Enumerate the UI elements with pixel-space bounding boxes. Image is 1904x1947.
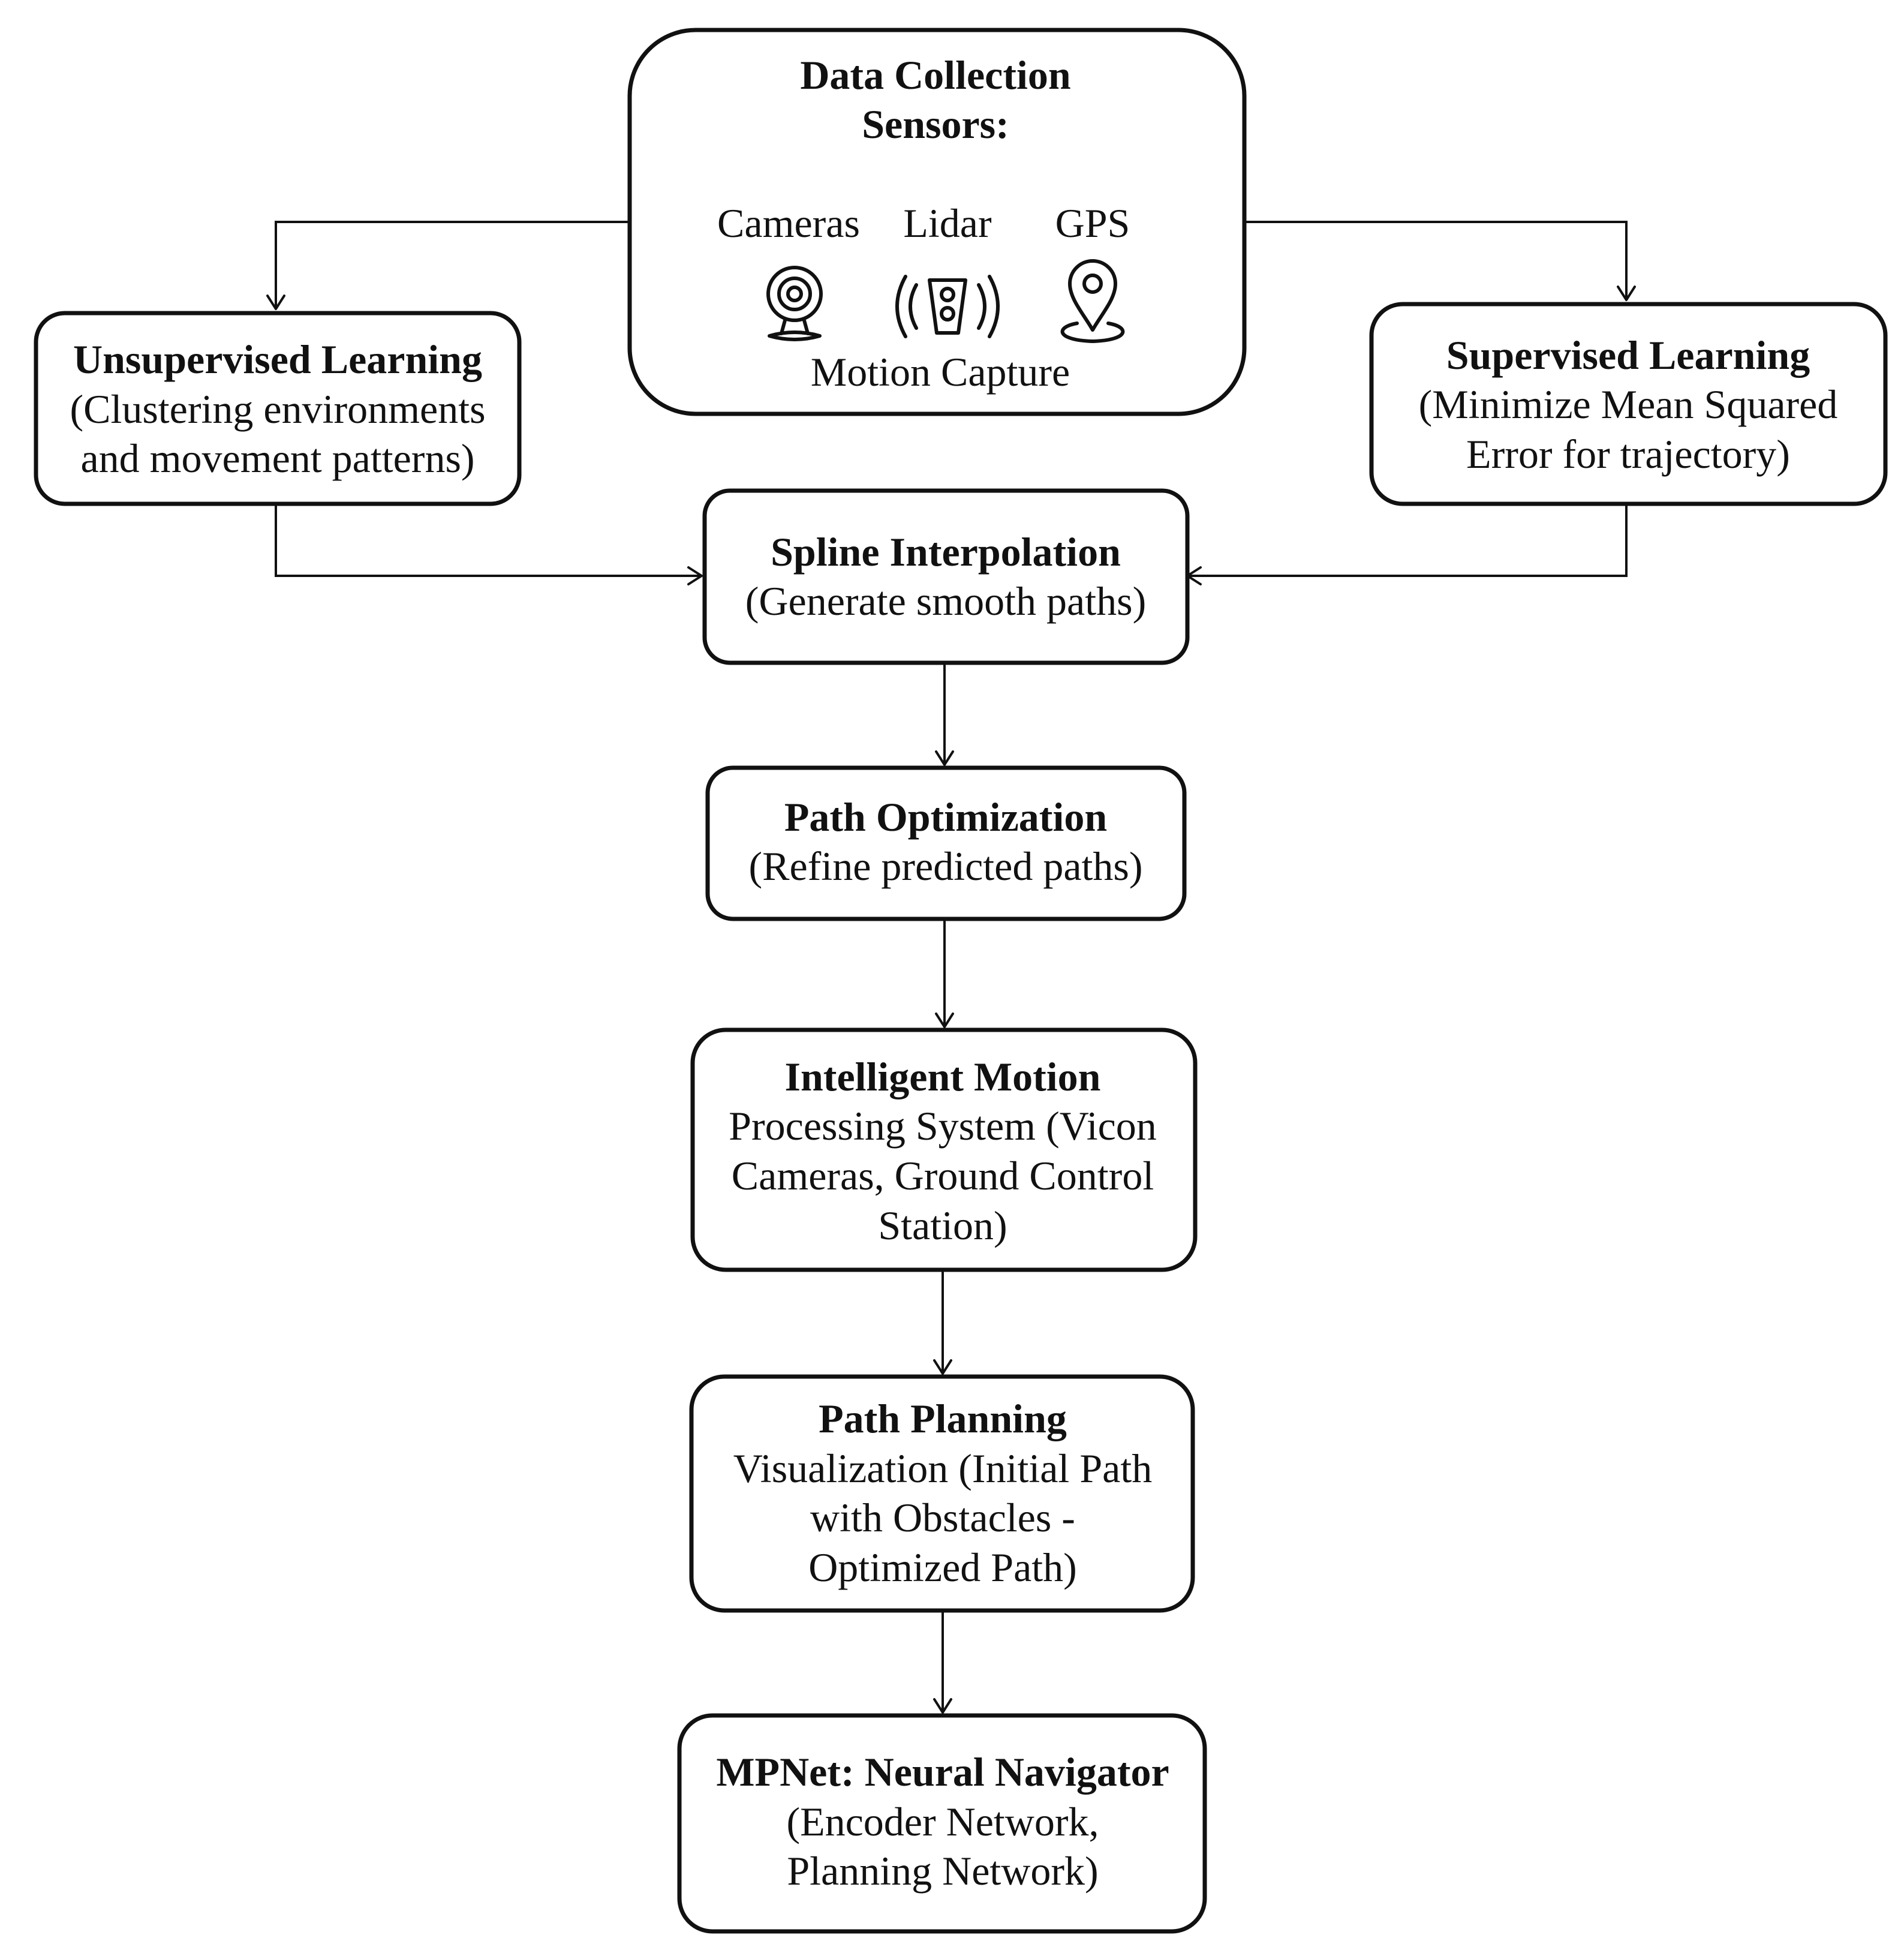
- edge-data-to-unsupervised: [275, 221, 630, 309]
- lidar-sensor-icon: [895, 275, 1000, 338]
- mpnet-line2: Planning Network): [787, 1848, 1098, 1894]
- intelligent-motion-line1: Processing System (Vicon: [729, 1103, 1157, 1149]
- spline-interpolation-node: Spline Interpolation (Generate smooth pa…: [702, 488, 1190, 665]
- intelligent-motion-line3: Station): [878, 1203, 1007, 1248]
- arrowhead-planning: [933, 1359, 952, 1375]
- supervised-learning-box: [1369, 302, 1888, 506]
- intelligent-motion-title: Intelligent Motion: [785, 1054, 1101, 1099]
- mpnet-line1: (Encoder Network,: [786, 1799, 1099, 1844]
- intelligent-motion-node: Intelligent Motion Processing System (Vi…: [690, 1027, 1198, 1272]
- arrowhead-optimization: [935, 750, 954, 766]
- edge-data-to-supervised: [1244, 221, 1628, 300]
- intelligent-motion-box: [690, 1027, 1198, 1272]
- arrowhead-supervised: [1617, 286, 1636, 301]
- unsupervised-learning-title: Unsupervised Learning: [73, 336, 482, 382]
- webcam-icon: [766, 266, 823, 341]
- spline-interpolation-line1: (Generate smooth paths): [745, 578, 1146, 624]
- unsupervised-learning-line2: and movement patterns): [80, 435, 474, 481]
- arrowhead-motion: [935, 1012, 954, 1028]
- path-planning-node: Path Planning Visualization (Initial Pat…: [689, 1374, 1195, 1613]
- mpnet-node: MPNet: Neural Navigator (Encoder Network…: [677, 1713, 1207, 1934]
- supervised-learning-title: Supervised Learning: [1446, 332, 1810, 378]
- location-pin-icon: [1060, 259, 1125, 343]
- sensor-label-lidar: Lidar: [903, 200, 992, 246]
- intelligent-motion-line2: Cameras, Ground Control: [732, 1153, 1154, 1198]
- mpnet-title: MPNet: Neural Navigator: [716, 1749, 1169, 1795]
- path-optimization-box: [705, 765, 1187, 921]
- sensor-label-gps: GPS: [1055, 200, 1130, 246]
- path-planning-box: [689, 1374, 1195, 1613]
- unsupervised-learning-line1: (Clustering environments: [70, 386, 485, 432]
- arrowhead-mpnet: [933, 1698, 952, 1714]
- path-planning-line3: Optimized Path): [808, 1545, 1077, 1590]
- unsupervised-learning-box: [34, 311, 522, 506]
- arrowhead-spline-left: [687, 566, 703, 585]
- path-optimization-line1: (Refine predicted paths): [748, 843, 1142, 889]
- supervised-learning-line2: Error for trajectory): [1466, 431, 1790, 477]
- path-optimization-title: Path Optimization: [784, 794, 1107, 840]
- arrowhead-unsupervised: [266, 295, 285, 310]
- spline-interpolation-box: [702, 488, 1190, 665]
- path-optimization-node: Path Optimization (Refine predicted path…: [705, 765, 1187, 921]
- motion-capture-label: Motion Capture: [811, 349, 1070, 395]
- edge-supervised-to-spline: [1187, 504, 1628, 577]
- data-collection-node: Data Collection Sensors: Cameras Lidar G…: [627, 28, 1247, 416]
- mpnet-box: [677, 1713, 1207, 1934]
- data-collection-title: Data Collection: [800, 52, 1070, 98]
- edge-unsupervised-to-spline: [275, 504, 702, 577]
- supervised-learning-node: Supervised Learning (Minimize Mean Squar…: [1369, 302, 1888, 506]
- path-planning-title: Path Planning: [819, 1396, 1067, 1441]
- unsupervised-learning-node: Unsupervised Learning (Clustering enviro…: [34, 311, 522, 506]
- connectors: [266, 221, 1636, 1714]
- supervised-learning-line1: (Minimize Mean Squared: [1419, 381, 1838, 427]
- spline-interpolation-title: Spline Interpolation: [771, 529, 1121, 575]
- data-collection-subtitle: Sensors:: [862, 101, 1009, 147]
- path-planning-line1: Visualization (Initial Path: [733, 1446, 1152, 1491]
- path-planning-line2: with Obstacles -: [810, 1495, 1075, 1540]
- sensor-label-cameras: Cameras: [717, 200, 860, 246]
